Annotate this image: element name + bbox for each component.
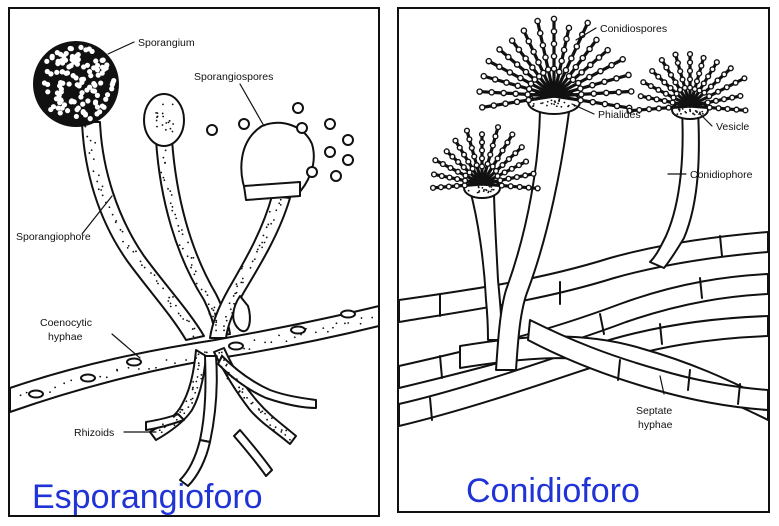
sporangiophore: [81, 121, 205, 341]
caption-esporangioforo: Esporangioforo: [32, 478, 263, 516]
sporangium-spores: [41, 44, 117, 122]
rhizoids: [145, 347, 317, 487]
label-septate-2: hyphae: [638, 419, 673, 431]
label-sporangiospores: Sporangiospores: [194, 71, 273, 83]
conidiophore-right: [649, 109, 700, 269]
label-phialides: Phialides: [598, 109, 641, 121]
collar: [243, 181, 301, 201]
label-conidiospores: Conidiospores: [600, 23, 667, 35]
label-coenocytic-2: hyphae: [48, 331, 83, 343]
vesicle-stippling: [467, 96, 704, 194]
label-rhizoids: Rhizoids: [74, 427, 114, 439]
label-sporangiophore: Sporangiophore: [16, 231, 91, 243]
label-coenocytic-1: Coenocytic: [40, 317, 92, 329]
hypha-swelling: [232, 295, 251, 333]
caption-conidioforo: Conidioforo: [466, 472, 640, 510]
cytoplasm-stippling: [19, 103, 374, 441]
right-leader-lines: [571, 27, 713, 395]
conidiophore-left: [469, 189, 503, 341]
left-leader-lines: [81, 41, 265, 433]
label-sporangium: Sporangium: [138, 37, 195, 49]
conidiospore-chains: [429, 15, 749, 192]
label-septate-1: Septate: [636, 405, 672, 417]
label-vesicle: Vesicle: [716, 121, 749, 133]
hypha-vacuoles: [28, 309, 356, 399]
left-panel: Sporangium Sporangiospores Sporangiophor…: [8, 7, 380, 517]
right-panel: Conidiospores Phialides Vesicle Conidiop…: [397, 7, 770, 513]
immature-sporangium: [143, 93, 185, 147]
conidiophore-middle: [495, 103, 571, 371]
label-conidiophore: Conidiophore: [690, 169, 753, 181]
sporangiospores-free: [206, 102, 354, 182]
